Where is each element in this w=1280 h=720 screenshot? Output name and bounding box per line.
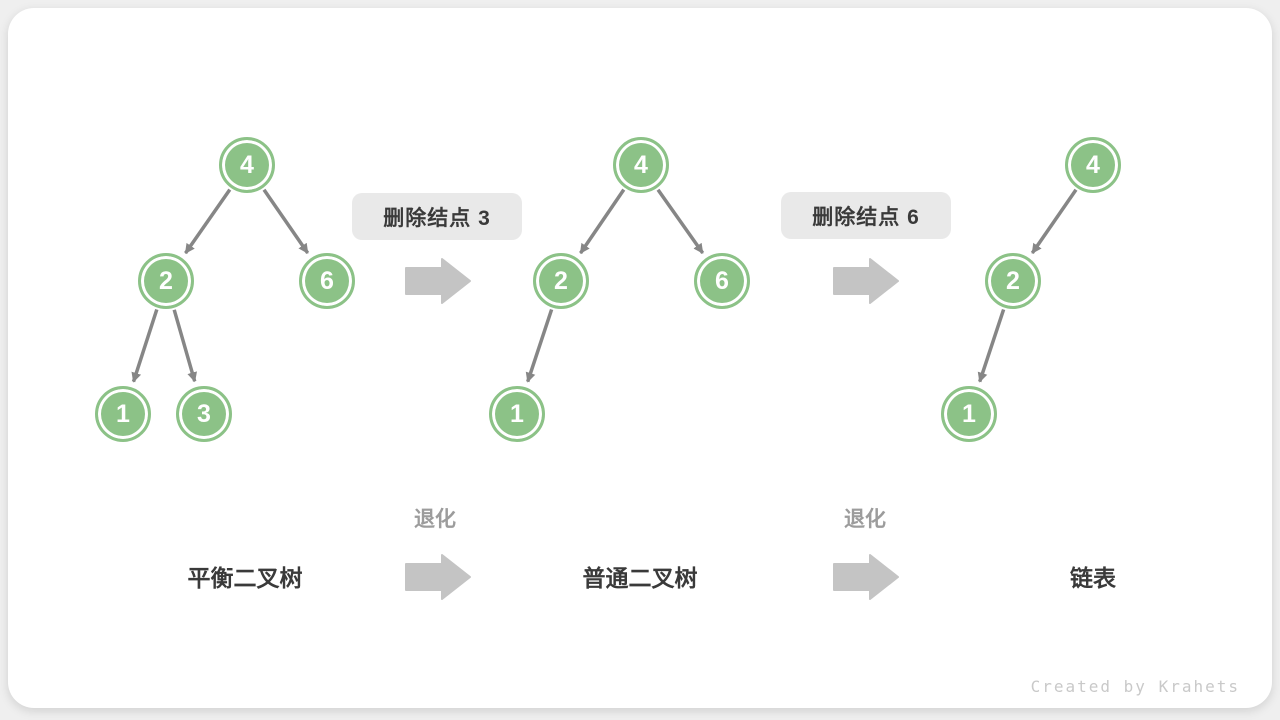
node-value: 2: [1006, 266, 1020, 295]
stage-caption-normal-tree: 普通二叉树: [582, 565, 698, 591]
tree1-node-1: 1: [95, 386, 151, 442]
node-value: 1: [962, 399, 976, 428]
block-arrow-degrade1-icon: [405, 554, 471, 600]
operation-label-delete-6: 删除结点 6: [781, 192, 951, 239]
operation-label-delete-3: 删除结点 3: [352, 193, 522, 240]
diagram-panel: [8, 8, 1272, 708]
tree2-node-4: 4: [613, 137, 669, 193]
tree3-node-2: 2: [985, 253, 1041, 309]
tree3-node-1: 1: [941, 386, 997, 442]
tree3-edges: [977, 188, 1078, 383]
node-value: 1: [510, 399, 524, 428]
tree3-node-4: 4: [1065, 137, 1121, 193]
node-value: 2: [159, 266, 173, 295]
node-value: 2: [554, 266, 568, 295]
node-value: 4: [1086, 150, 1100, 179]
node-value: 3: [197, 399, 211, 428]
edge-2-1: [525, 308, 554, 383]
edge-4-2: [1030, 188, 1078, 254]
node-value: 6: [320, 266, 334, 295]
node-value: 4: [634, 150, 648, 179]
edge-4-6: [656, 188, 705, 255]
block-arrow-degrade2-icon: [833, 554, 899, 600]
node-value: 1: [116, 399, 130, 428]
edge-2-1: [131, 308, 159, 383]
block-arrow-delete6-icon: [833, 258, 899, 304]
tree1-node-4: 4: [219, 137, 275, 193]
edge-2-1: [977, 308, 1006, 383]
tree2-node-2: 2: [533, 253, 589, 309]
edge-4-6: [262, 188, 310, 254]
edge-4-2: [184, 188, 232, 255]
tree1-edges: [131, 188, 310, 383]
transition-label-1: 退化: [414, 508, 456, 531]
edge-4-2: [579, 188, 626, 255]
node-value: 4: [240, 150, 254, 179]
edge-2-3: [172, 309, 198, 383]
tree2-node-1: 1: [489, 386, 545, 442]
block-arrow-delete3-icon: [405, 258, 471, 304]
tree1-node-2: 2: [138, 253, 194, 309]
tree1-node-3: 3: [176, 386, 232, 442]
watermark-credit: Created by Krahets: [1030, 677, 1240, 696]
stage-caption-balanced-tree: 平衡二叉树: [187, 565, 303, 591]
tree1-node-6: 6: [299, 253, 355, 309]
tree2-edges: [525, 188, 705, 383]
stage-caption-linked-list: 链表: [1070, 565, 1116, 591]
node-value: 6: [715, 266, 729, 295]
transition-label-2: 退化: [844, 508, 886, 531]
tree2-node-6: 6: [694, 253, 750, 309]
